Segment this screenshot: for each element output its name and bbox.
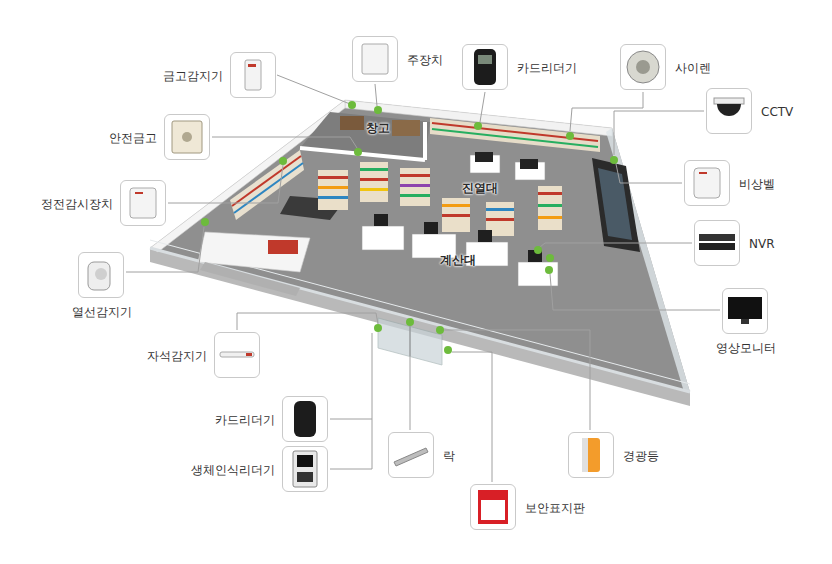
device-icon-box: 사이렌 (620, 44, 666, 90)
device-icon-box: 안전금고 (164, 114, 210, 160)
device-icon-box: 비상벨 (684, 160, 730, 206)
device-label: 영상모니터 (716, 341, 776, 355)
area-label: 창고 (366, 120, 390, 137)
device-icon-box: CCTV (706, 88, 752, 134)
device-icon-box: 자석감지기 (214, 332, 260, 378)
device-label: 자석감지기 (147, 349, 207, 363)
device-label: 주장치 (407, 53, 443, 67)
device-icon-box: 카드리더기 (282, 396, 328, 442)
device-icon-box: 락 (388, 432, 434, 478)
device-icon-box: 주장치 (352, 36, 398, 82)
device-icon-box: 열선감지기 (78, 252, 124, 298)
device-label: 카드리더기 (517, 61, 577, 75)
device-label: 금고감지기 (163, 69, 223, 83)
device-icon-box: 정전감시장치 (120, 180, 166, 226)
device-label: 락 (443, 449, 455, 463)
device-label: 카드리더기 (215, 413, 275, 427)
device-icon-box: NVR (694, 220, 740, 266)
device-icon-box: 경광등 (568, 432, 614, 478)
device-label: 보안표지판 (525, 501, 585, 515)
device-label: 정전감시장치 (41, 197, 113, 211)
device-icon-box: 생체인식리더기 (282, 446, 328, 492)
device-icon-box: 보안표지판 (470, 484, 516, 530)
area-label: 진열대 (462, 180, 498, 197)
device-icon-box: 카드리더기 (462, 44, 508, 90)
device-label: 경광등 (623, 449, 659, 463)
device-label: 생체인식리더기 (191, 463, 275, 477)
device-label: CCTV (761, 105, 793, 119)
device-label: 비상벨 (739, 177, 775, 191)
device-icon-box: 금고감지기 (230, 52, 276, 98)
device-icon-box: 영상모니터 (722, 288, 768, 334)
device-label: NVR (749, 237, 775, 251)
device-label: 안전금고 (109, 131, 157, 145)
device-label: 열선감지기 (72, 305, 132, 319)
device-label: 사이렌 (675, 61, 711, 75)
area-label: 계산대 (440, 252, 476, 269)
